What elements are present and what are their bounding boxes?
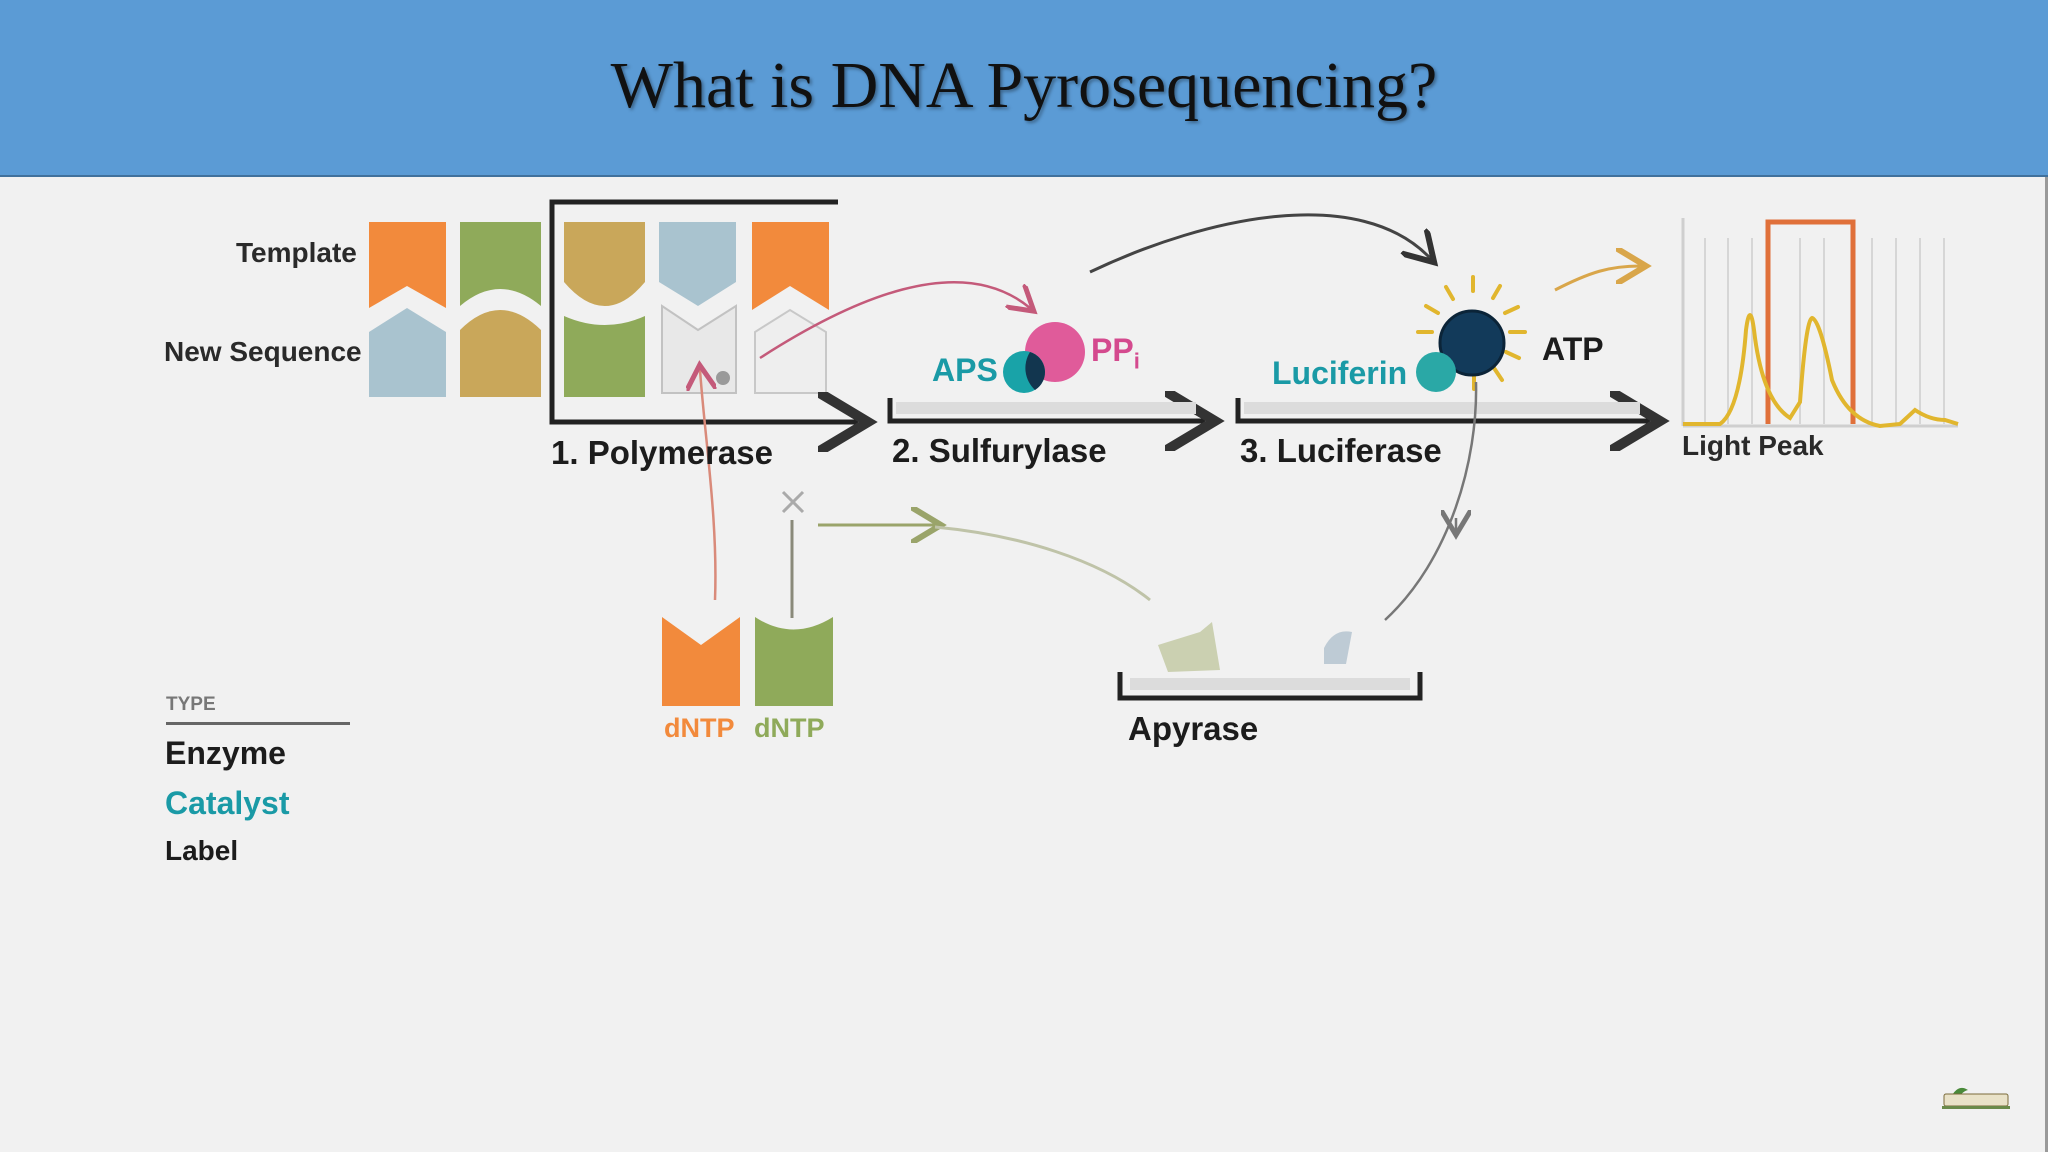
pyrophosphate-arrow xyxy=(759,281,1030,360)
detection-window xyxy=(1765,219,1856,424)
title-bar: What is DNA Pyrosequencing? xyxy=(0,0,2048,177)
legend-catalyst: Catalyst xyxy=(165,785,290,821)
stage-sulfurylase-label: 2. Sulfurylase xyxy=(892,432,1107,469)
dntp-orange xyxy=(662,617,740,706)
luciferin-label: Luciferin xyxy=(1272,355,1408,391)
legend-header: TYPE xyxy=(166,694,216,715)
atp-transfer-arrow xyxy=(1089,213,1430,274)
dntp-incorporation-arrow xyxy=(700,370,717,601)
light-peak-chart xyxy=(1681,218,1959,429)
atp-label: ATP xyxy=(1542,331,1604,367)
light-signal-trace xyxy=(1683,313,1959,429)
template-block-4 xyxy=(659,222,736,306)
light-burst xyxy=(1416,275,1527,391)
ppi-subscript: i xyxy=(1133,348,1140,374)
new-block-3 xyxy=(564,316,645,397)
template-block-1 xyxy=(369,222,446,308)
legend-enzyme: Enzyme xyxy=(165,735,286,771)
reject-x-mark xyxy=(781,490,805,514)
stage-apyrase-label: Apyrase xyxy=(1128,710,1259,747)
luciferin-molecule xyxy=(1416,352,1456,392)
brand-logo xyxy=(1942,1087,2010,1109)
dntp-green-label: dNTP xyxy=(754,713,825,743)
apyrase-tray xyxy=(1117,672,1423,701)
legend-label: Label xyxy=(165,835,239,866)
atp-molecule xyxy=(1438,309,1506,377)
stage-polymerase-label: 1. Polymerase xyxy=(551,434,773,471)
template-strand xyxy=(369,222,829,310)
sulfurylase-platform xyxy=(887,398,1205,421)
new-sequence-label: New Sequence xyxy=(164,336,362,367)
incorporation-dot xyxy=(716,371,730,385)
dntp-green xyxy=(755,617,833,706)
light-peak-label: Light Peak xyxy=(1682,430,1824,461)
new-block-1 xyxy=(369,308,446,397)
ppi-label: PPi xyxy=(1091,332,1140,374)
luciferase-platform xyxy=(1235,398,1650,421)
new-block-4-incoming xyxy=(661,304,737,394)
aps-label: APS xyxy=(932,352,998,388)
slide-edge xyxy=(2045,177,2048,1152)
to-apyrase-curve xyxy=(934,525,1151,602)
light-emission-arrow xyxy=(1554,266,1640,292)
aps-ppi-overlap xyxy=(1025,352,1045,390)
legend-divider xyxy=(166,722,350,725)
slide-title: What is DNA Pyrosequencing? xyxy=(610,49,1438,122)
atp-degradation-arrow xyxy=(1384,381,1478,621)
sulfurylase-shadow xyxy=(896,402,1196,414)
new-block-5-placeholder xyxy=(754,308,827,394)
pyrosequencing-diagram xyxy=(369,199,1959,706)
new-sequence-strand xyxy=(369,304,827,397)
template-label: Template xyxy=(236,237,357,268)
dntp-orange-label: dNTP xyxy=(664,713,735,743)
new-block-2 xyxy=(460,310,541,397)
degraded-atp xyxy=(1324,631,1352,664)
luciferase-shadow xyxy=(1244,402,1640,414)
stage-luciferase-label: 3. Luciferase xyxy=(1240,432,1442,469)
ppi-text: PP xyxy=(1091,332,1134,368)
apyrase-shadow xyxy=(1130,678,1410,690)
template-block-2 xyxy=(460,222,541,306)
template-block-5 xyxy=(752,222,829,310)
degraded-dntp xyxy=(1158,622,1220,672)
template-block-3 xyxy=(564,222,645,306)
